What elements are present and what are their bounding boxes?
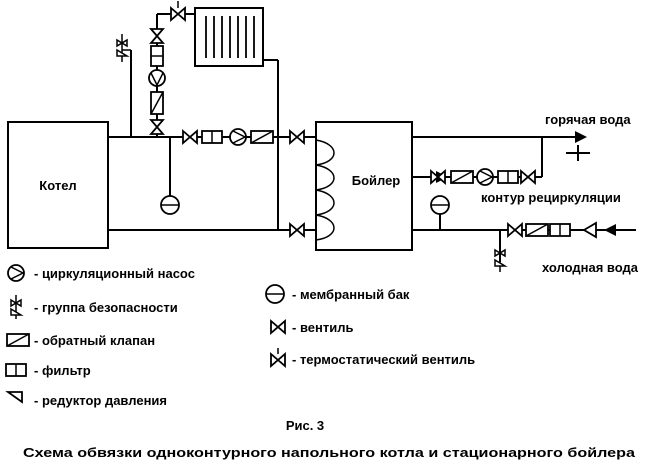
- dhw-tank-icon: [430, 195, 450, 215]
- recirc-label: контур рециркуляции: [481, 190, 621, 205]
- legend-check-valve-icon: [6, 333, 30, 347]
- arrow-hot-out-icon: [575, 131, 587, 143]
- cold-reducer-icon: [582, 221, 597, 239]
- hot-water-tap-icon: [566, 145, 590, 161]
- legend-safety-text: - группа безопасности: [34, 300, 178, 315]
- legend-thermo-valve-icon: [270, 348, 286, 368]
- thermo-valve-icon: [170, 7, 186, 21]
- legend-pump-icon: [7, 264, 25, 282]
- boiler-outlet-valve-icon: [289, 223, 305, 237]
- recirc-filter-icon: [497, 170, 519, 184]
- heating-tank-icon: [160, 195, 180, 215]
- supply-pump-icon: [229, 128, 247, 146]
- legend-reducer-icon: [5, 391, 23, 404]
- legend-valve-icon: [270, 320, 286, 334]
- cold-water-label: холодная вода: [542, 260, 639, 275]
- legend-filter-icon: [5, 363, 27, 377]
- riser-valve-icon: [150, 119, 164, 135]
- legend-safety-icon: [10, 295, 24, 319]
- recirc-pump-icon: [476, 168, 494, 186]
- boiler-coil: [315, 139, 335, 241]
- boiler-label: Бойлер: [352, 173, 401, 188]
- radiator: [194, 7, 264, 67]
- arrow-cold-in-icon: [604, 224, 616, 236]
- boiler-inlet-valve-icon: [289, 130, 305, 144]
- legend-pump-text: - циркуляционный насос: [34, 266, 195, 281]
- riser-pump-icon: [148, 69, 166, 87]
- hot-water-label: горячая вода: [545, 112, 631, 127]
- cold-filter-icon: [549, 223, 571, 237]
- legend-reducer-text: - редуктор давления: [34, 393, 167, 408]
- legend-check-valve-text: - обратный клапан: [34, 333, 155, 348]
- recirc-valve-2-icon: [520, 170, 536, 184]
- legend-valve-text: - вентиль: [292, 320, 353, 335]
- radiator-fins: [205, 16, 255, 58]
- cold-valve-icon: [507, 223, 523, 237]
- figure-number: Рис. 3: [286, 418, 324, 433]
- legend-tank-icon: [265, 284, 285, 304]
- riser-check-valve-icon: [150, 91, 164, 115]
- recirc-check-valve-icon: [450, 170, 474, 184]
- legend-icons: [5, 264, 286, 404]
- cold-safety-group-icon: [494, 244, 508, 272]
- legend-filter-text: - фильтр: [34, 363, 91, 378]
- kotel-label: Котел: [39, 178, 76, 193]
- cold-check-valve-icon: [525, 223, 549, 237]
- legend-tank-text: - мембранный бак: [292, 287, 410, 302]
- riser-valve-top-icon: [150, 28, 164, 44]
- riser-filter-icon: [150, 45, 164, 67]
- kotel-box: [7, 121, 109, 249]
- safety-group-icon: [116, 34, 131, 62]
- supply-check-valve-icon: [250, 130, 274, 144]
- supply-filter-icon: [201, 130, 223, 144]
- boiler-box: [315, 121, 413, 251]
- supply-valve-icon: [182, 130, 198, 144]
- figure-caption: Схема обвязки одноконтурного напольного …: [23, 445, 636, 460]
- legend-thermo-valve-text: - термостатический вентиль: [292, 352, 475, 367]
